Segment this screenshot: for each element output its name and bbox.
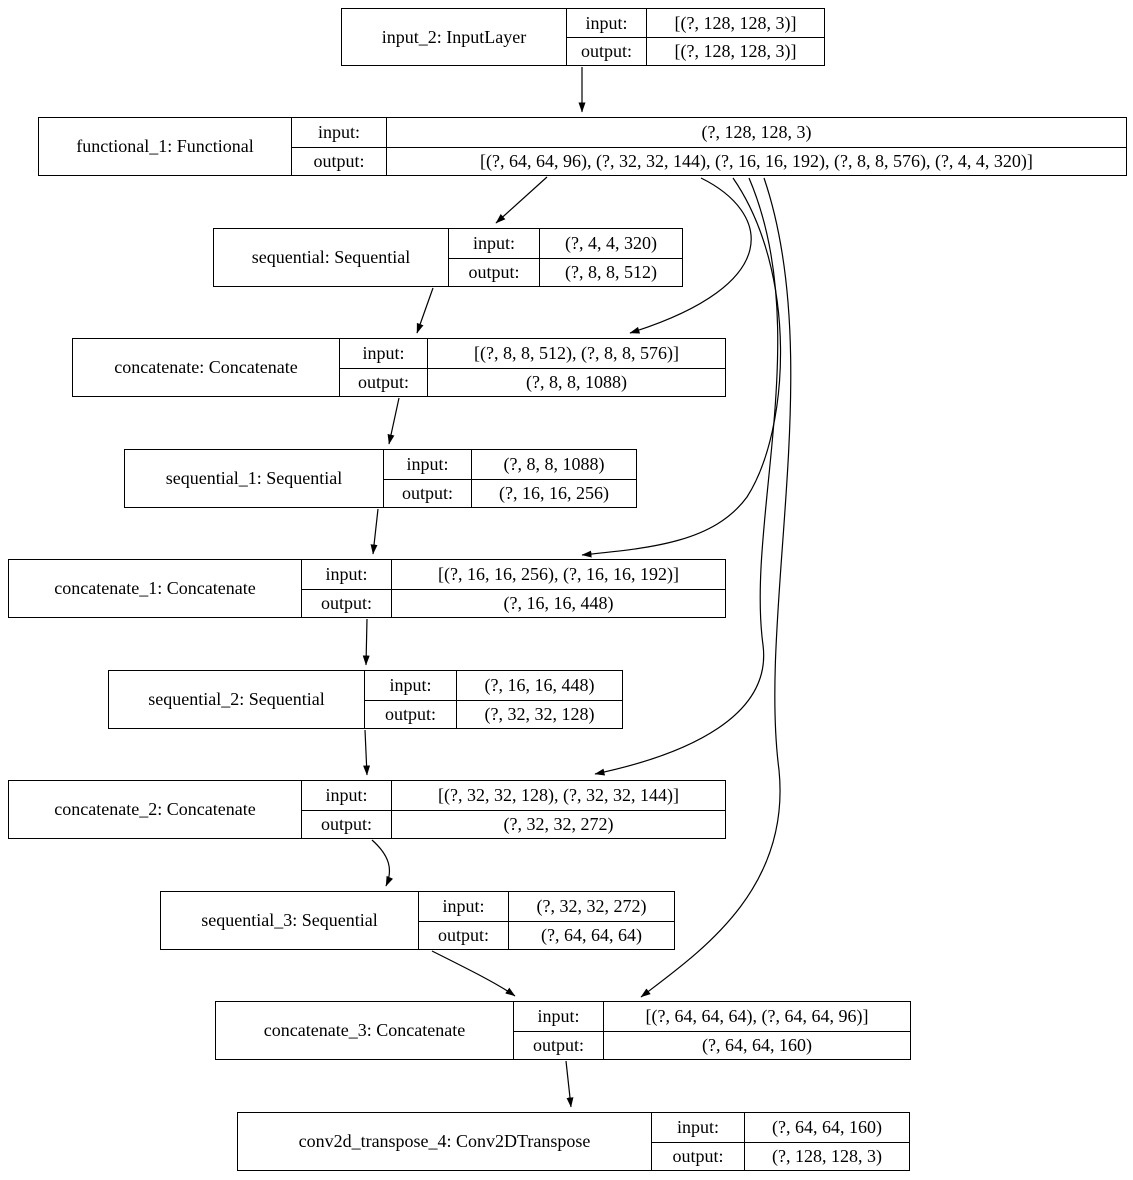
node-title: conv2d_transpose_4: Conv2DTranspose [298,1131,591,1151]
output-shape-value: [(?, 128, 128, 3)] [646,37,824,65]
output-row-label: output: [383,478,471,507]
edge-concatenate-to-sequential_1 [387,397,400,445]
input-shape-value: [(?, 128, 128, 3)] [646,9,824,37]
output-row-label: output: [448,257,539,286]
output-shape-value: [(?, 64, 64, 96), (?, 32, 32, 144), (?, … [386,146,1126,175]
output-row-label: output: [301,588,391,617]
layer-node-conv2d_transpose_4: conv2d_transpose_4: Conv2DTranspose input… [237,1112,910,1171]
node-title: functional_1: Functional [76,136,254,156]
output-shape-value: (?, 32, 32, 128) [456,699,622,728]
output-shape-value: (?, 64, 64, 64) [508,920,674,949]
output-shape-value: (?, 8, 8, 512) [539,257,682,286]
output-row-label: output: [513,1030,603,1059]
input-shape-value: [(?, 32, 32, 128), (?, 32, 32, 144)] [391,781,725,810]
edge-functional_1-to-concatenate_3 [640,177,792,998]
edge-concatenate_1-to-sequential_2 [362,618,370,666]
layer-node-concatenate_3: concatenate_3: Concatenate input:[(?, 64,… [215,1001,911,1060]
input-row-label: input: [301,781,391,810]
node-title: sequential_3: Sequential [201,910,378,930]
edge-sequential-to-concatenate [416,287,434,334]
input-shape-value: (?, 128, 128, 3) [386,118,1126,147]
node-title: concatenate_1: Concatenate [54,578,256,598]
input-row-label: input: [364,671,456,700]
input-row-label: input: [383,450,471,479]
output-shape-value: (?, 16, 16, 256) [471,478,636,507]
output-row-label: output: [291,146,386,175]
input-shape-value: (?, 32, 32, 272) [508,892,674,921]
edge-functional_1-to-concatenate [629,177,752,334]
node-title: input_2: InputLayer [381,26,527,47]
input-row-label: input: [566,9,646,37]
input-row-label: input: [291,118,386,147]
output-row-label: output: [566,37,646,65]
edge-concatenate_3-to-conv2d_transpose_4 [565,1060,574,1108]
output-row-label: output: [364,699,456,728]
output-shape-value: (?, 8, 8, 1088) [427,367,725,396]
layer-node-sequential_2: sequential_2: Sequential input:(?, 16, 16… [108,670,623,729]
output-shape-value: (?, 64, 64, 160) [603,1030,910,1059]
layer-node-functional_1: functional_1: Functional input:(?, 128, 1… [38,117,1127,176]
edge-functional_1-to-sequential [495,176,548,224]
edge-sequential_2-to-concatenate_2 [363,729,371,776]
input-shape-value: [(?, 16, 16, 256), (?, 16, 16, 192)] [391,560,725,589]
edge-concatenate_2-to-sequential_3 [371,839,394,887]
input-shape-value: [(?, 8, 8, 512), (?, 8, 8, 576)] [427,339,725,368]
input-shape-value: [(?, 64, 64, 64), (?, 64, 64, 96)] [603,1002,910,1031]
input-shape-value: (?, 8, 8, 1088) [471,450,636,479]
edge-functional_1-to-concatenate_2 [594,177,779,776]
input-row-label: input: [339,339,427,368]
layer-node-concatenate: concatenate: Concatenate input:[(?, 8, 8,… [72,338,726,397]
edge-sequential_1-to-concatenate_1 [370,508,379,555]
input-shape-value: (?, 4, 4, 320) [539,229,682,258]
node-title: sequential_1: Sequential [165,468,343,488]
input-row-label: input: [301,560,391,589]
layer-node-sequential_1: sequential_1: Sequential input:(?, 8, 8, … [124,449,637,508]
node-title: sequential: Sequential [251,247,411,267]
output-shape-value: (?, 128, 128, 3) [744,1141,909,1170]
node-title: sequential_2: Sequential [148,689,325,709]
output-row-label: output: [339,367,427,396]
input-row-label: input: [418,892,508,921]
layer-node-input_2: input_2: InputLayer input:[(?, 128, 128, … [341,8,825,66]
input-row-label: input: [651,1113,744,1142]
edge-functional_1-to-concatenate_1 [581,177,782,558]
layer-node-sequential_3: sequential_3: Sequential input:(?, 32, 32… [160,891,675,950]
input-shape-value: (?, 16, 16, 448) [456,671,622,700]
output-shape-value: (?, 32, 32, 272) [391,809,725,838]
output-row-label: output: [651,1141,744,1170]
node-title: concatenate: Concatenate [114,357,298,377]
input-row-label: input: [513,1002,603,1031]
output-shape-value: (?, 16, 16, 448) [391,588,725,617]
edge-sequential_3-to-concatenate_3 [431,950,516,997]
node-title: concatenate_2: Concatenate [54,799,256,819]
input-shape-value: (?, 64, 64, 160) [744,1113,909,1142]
layer-node-sequential: sequential: Sequential input:(?, 4, 4, 32… [213,228,683,287]
input-row-label: input: [448,229,539,258]
layer-node-concatenate_1: concatenate_1: Concatenate input:[(?, 16,… [8,559,726,618]
layer-node-concatenate_2: concatenate_2: Concatenate input:[(?, 32,… [8,780,726,839]
output-row-label: output: [418,920,508,949]
output-row-label: output: [301,809,391,838]
node-title: concatenate_3: Concatenate [263,1020,466,1040]
